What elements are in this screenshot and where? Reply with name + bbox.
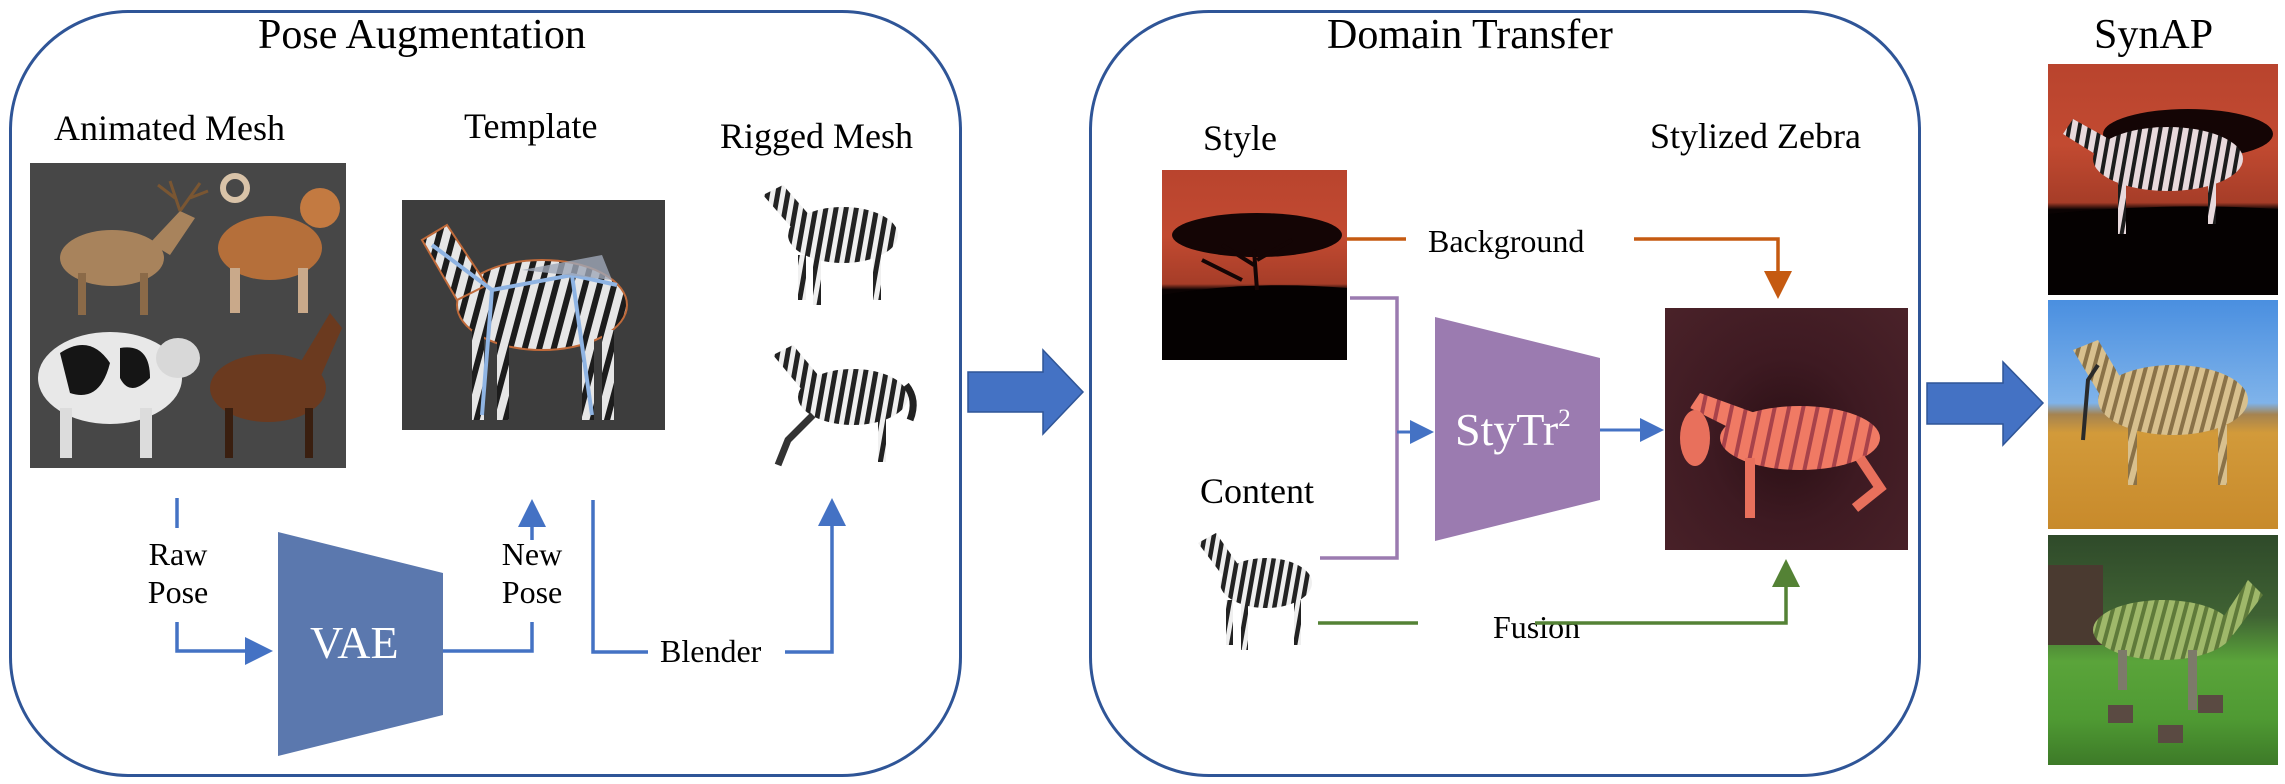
zebra-icon — [763, 185, 898, 305]
zebra-icon — [773, 345, 917, 467]
pose-label: Pose — [501, 574, 563, 611]
stytr-superscript: 2 — [1558, 404, 1571, 432]
pose-augmentation-title: Pose Augmentation — [258, 12, 586, 58]
style-image — [1162, 170, 1347, 360]
flow-arrow-1 — [967, 348, 1085, 436]
stylized-zebra-image — [1665, 308, 1908, 550]
deer-icon — [60, 180, 209, 315]
animated-mesh-animals-icon — [38, 173, 342, 458]
content-zebra-image — [1186, 525, 1321, 655]
zebra-grassland-icon — [2073, 340, 2248, 485]
template-label: Template — [464, 106, 598, 146]
rigged-zebra-1 — [748, 175, 908, 310]
zebra-sunset-icon — [2048, 109, 2278, 295]
rigged-mesh-label: Rigged Mesh — [720, 116, 913, 156]
flow-arrow-2 — [1926, 360, 2045, 447]
pose-label: Pose — [147, 574, 209, 611]
synap-title: SynAP — [2094, 12, 2214, 58]
vae-label: VAE — [310, 617, 399, 668]
raw-label: Raw — [148, 536, 208, 572]
content-label: Content — [1200, 471, 1314, 511]
style-content-connector — [1320, 296, 1434, 560]
stylized-zebra-icon — [1680, 393, 1887, 518]
synap-image-grassland — [2048, 300, 2278, 529]
zebra-template-icon — [420, 223, 628, 420]
stytr-label: StyTr2 — [1455, 403, 1571, 455]
zebra-icon — [1198, 533, 1312, 650]
blender-connector — [591, 498, 846, 654]
fusion-label: Fusion — [1493, 609, 1581, 645]
animated-mesh-image — [30, 163, 346, 468]
horse-icon — [210, 313, 342, 458]
acacia-tree-icon — [1162, 213, 1347, 360]
zebra-garden-icon — [2048, 565, 2263, 743]
raw-pose-label: Raw Pose — [142, 535, 214, 612]
stytr-name: StyTr — [1455, 403, 1559, 455]
stylized-zebra-label: Stylized Zebra — [1650, 116, 1861, 156]
synap-image-sunset — [2048, 64, 2278, 295]
vae-block — [278, 532, 443, 756]
new-label: New — [501, 536, 563, 572]
new-pose-label: New Pose — [496, 535, 568, 612]
background-label: Background — [1428, 223, 1585, 259]
style-label: Style — [1203, 118, 1278, 158]
fusion-connector — [1318, 559, 1800, 625]
background-connector — [1347, 237, 1792, 299]
domain-transfer-title: Domain Transfer — [1327, 12, 1613, 58]
dog-icon — [218, 173, 340, 313]
synap-image-garden — [2048, 535, 2278, 765]
animated-mesh-label: Animated Mesh — [54, 108, 285, 148]
template-image — [402, 200, 665, 430]
cow-icon — [38, 332, 200, 458]
stytr-block — [1435, 317, 1600, 541]
blender-label: Blender — [660, 633, 762, 669]
new-pose-connector — [443, 499, 546, 653]
rigged-zebra-2 — [758, 335, 923, 470]
raw-pose-connector — [175, 498, 273, 665]
